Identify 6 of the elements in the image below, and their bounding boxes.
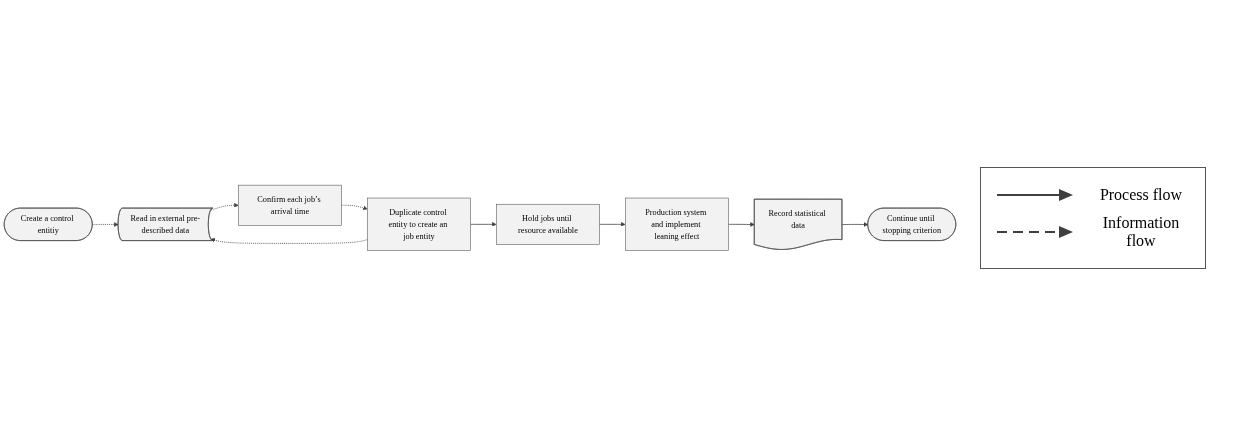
node-box: Confirm each job’s arrival time	[238, 185, 342, 226]
legend-text: Process flow	[1098, 186, 1184, 204]
node-box: Hold jobs until resource available	[496, 204, 600, 245]
legend-text: Information flow	[1101, 214, 1181, 250]
node-box: Duplicate control entity to create an job entity	[367, 197, 471, 251]
node-box: Production system and implement leaning effect	[625, 197, 729, 251]
